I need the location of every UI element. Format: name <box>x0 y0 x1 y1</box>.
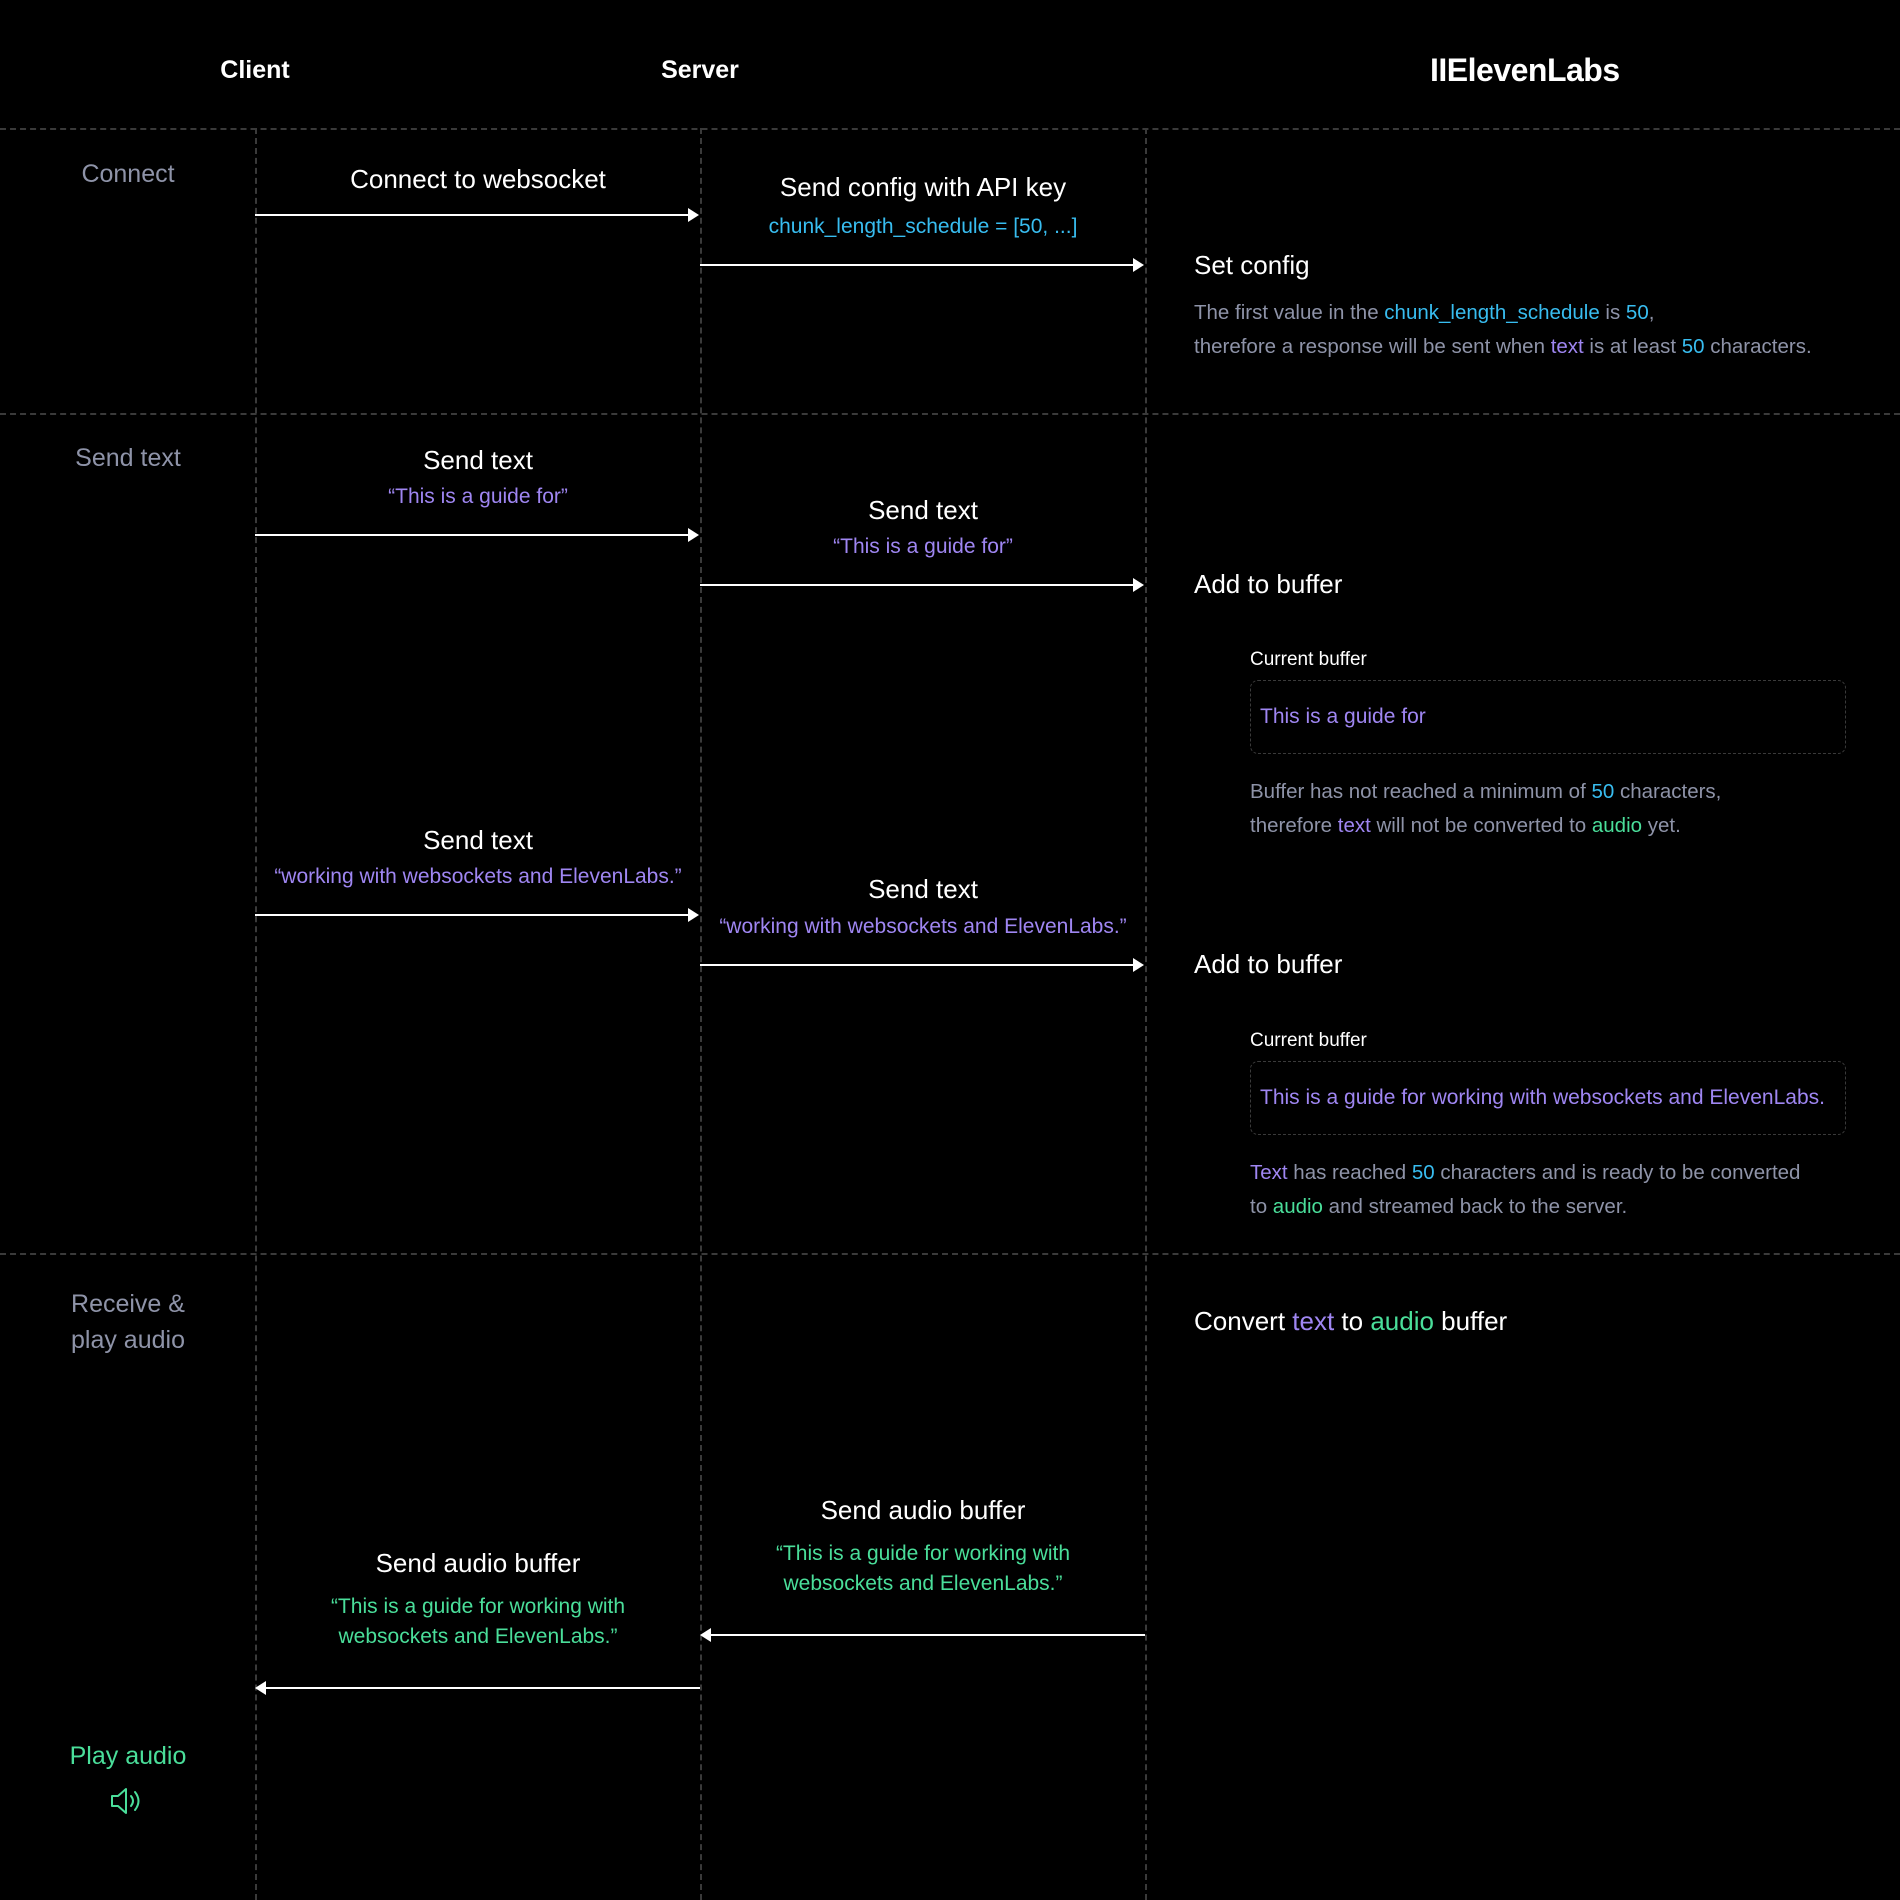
buffer-text-2: This is a guide for working with websock… <box>1260 1086 1825 1109</box>
arrow-client-to-server-send1 <box>255 528 699 542</box>
send2-client-message: Send text <box>423 825 533 855</box>
connect-client-message: Connect to websocket <box>350 164 606 194</box>
receive-server-audio-text: “This is a guide for working with websoc… <box>703 1539 1143 1599</box>
lane-label-send-text: Send text <box>75 444 181 472</box>
lifeline-server <box>700 128 702 1900</box>
send1-client-message: Send text <box>423 445 533 475</box>
buffer-note-1-line1: Buffer has not reached a minimum of 50 c… <box>1250 780 1722 803</box>
divider-send-text <box>0 1253 1900 1255</box>
step-convert-text-to-audio: Convert text to audio buffer <box>1194 1306 1508 1336</box>
set-config-note: The first value in the chunk_length_sche… <box>1194 296 1874 364</box>
step-set-config: Set config <box>1194 250 1310 280</box>
arrow-server-to-client-audio <box>255 1681 700 1695</box>
buffer-box-1 <box>1250 680 1846 754</box>
connect-server-message: Send config with API key <box>779 172 1067 202</box>
lane-label-receive-line1: Receive & <box>71 1290 185 1318</box>
send1-client-text: “This is a guide for” <box>388 485 568 508</box>
buffer-note-1: Buffer has not reached a minimum of 50 c… <box>1250 775 1870 843</box>
lifeline-elevenlabs <box>1145 128 1147 1900</box>
step-add-to-buffer-1: Add to buffer <box>1194 569 1343 599</box>
buffer-label-1: Current buffer <box>1250 649 1367 670</box>
buffer-label-2: Current buffer <box>1250 1030 1367 1051</box>
arrow-elevenlabs-to-server-audio <box>700 1628 1145 1642</box>
send2-server-text: “working with websockets and ElevenLabs.… <box>719 915 1127 938</box>
receive-client-audio-text-line1: “This is a guide for working with <box>330 1595 626 1618</box>
send2-server-message: Send text <box>868 874 978 904</box>
buffer-note-2-line1: Text has reached 50 characters and is re… <box>1250 1161 1801 1184</box>
lane-label-connect: Connect <box>81 160 175 188</box>
connect-server-config: chunk_length_schedule = [50, ...] <box>768 215 1078 238</box>
buffer-note-2-line2: to audio and streamed back to the server… <box>1250 1195 1628 1218</box>
receive-server-audio-text-line2: websockets and ElevenLabs.” <box>783 1572 1063 1595</box>
receive-server-message: Send audio buffer <box>820 1495 1026 1525</box>
buffer-note-1-line2: therefore text will not be converted to … <box>1250 814 1681 837</box>
lane-label-receive: Receive & play audio <box>28 1286 228 1358</box>
arrow-client-to-server-send2 <box>255 908 699 922</box>
column-header-client: Client <box>220 56 290 84</box>
divider-header <box>0 128 1900 130</box>
arrow-server-to-elevenlabs-send2 <box>700 958 1144 972</box>
elevenlabs-logo: IIElevenLabs <box>1430 52 1620 88</box>
play-audio-label: Play audio <box>69 1742 187 1770</box>
receive-client-message: Send audio buffer <box>375 1548 581 1578</box>
arrow-client-to-server-connect <box>255 208 699 222</box>
speaker-icon <box>111 1788 140 1814</box>
step-add-to-buffer-2: Add to buffer <box>1194 949 1343 979</box>
divider-connect <box>0 413 1900 415</box>
send1-server-text: “This is a guide for” <box>833 535 1013 558</box>
send2-client-text: “working with websockets and ElevenLabs.… <box>274 865 682 888</box>
arrow-server-to-elevenlabs-send1 <box>700 578 1144 592</box>
buffer-text-1: This is a guide for <box>1260 705 1426 728</box>
receive-server-audio-text-line1: “This is a guide for working with <box>775 1542 1071 1565</box>
buffer-box-2 <box>1250 1061 1846 1135</box>
set-config-note-line2: therefore a response will be sent when t… <box>1194 335 1812 358</box>
buffer-note-2: Text has reached 50 characters and is re… <box>1250 1156 1870 1224</box>
receive-client-audio-text: “This is a guide for working with websoc… <box>258 1592 698 1652</box>
set-config-note-line1: The first value in the chunk_length_sche… <box>1194 301 1655 324</box>
column-header-server: Server <box>661 56 739 84</box>
send1-server-message: Send text <box>868 495 978 525</box>
lane-label-receive-line2: play audio <box>71 1326 185 1354</box>
lifeline-client <box>255 128 257 1900</box>
arrow-server-to-elevenlabs-config <box>700 258 1144 272</box>
receive-client-audio-text-line2: websockets and ElevenLabs.” <box>338 1625 618 1648</box>
